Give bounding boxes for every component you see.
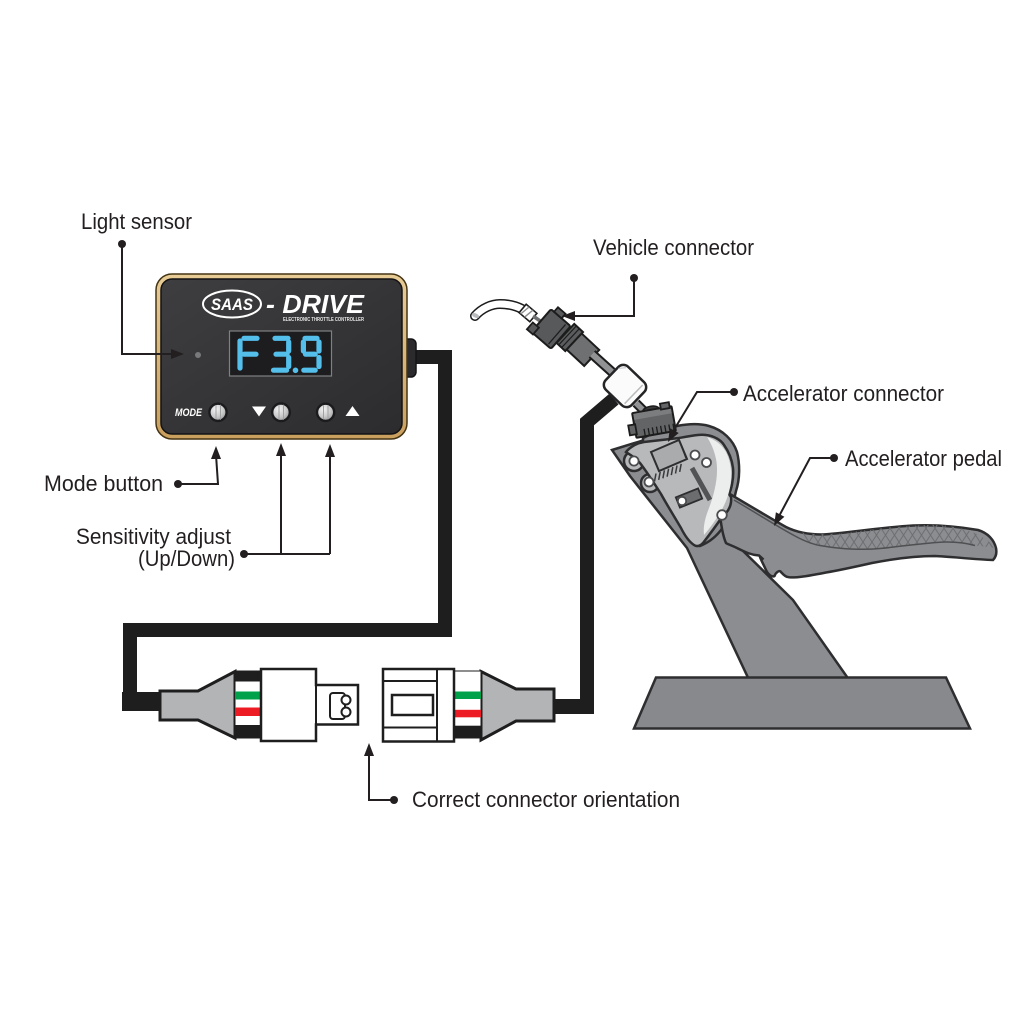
- svg-text:Accelerator pedal: Accelerator pedal: [845, 446, 1002, 471]
- svg-text:ELECTRONIC THROTTLE CONTROLLER: ELECTRONIC THROTTLE CONTROLLER: [283, 317, 364, 323]
- svg-text:Light sensor: Light sensor: [81, 209, 192, 234]
- svg-text:- DRIVE: - DRIVE: [266, 289, 365, 319]
- svg-text:Accelerator connector: Accelerator connector: [743, 381, 944, 406]
- svg-text:SAAS: SAAS: [211, 295, 254, 314]
- svg-text:Mode button: Mode button: [44, 471, 163, 496]
- svg-text:Vehicle connector: Vehicle connector: [593, 235, 754, 260]
- svg-text:Correct connector orientation: Correct connector orientation: [412, 787, 680, 812]
- svg-text:Sensitivity adjust: Sensitivity adjust: [76, 524, 231, 549]
- svg-text:(Up/Down): (Up/Down): [138, 546, 235, 571]
- svg-text:MODE: MODE: [175, 407, 203, 419]
